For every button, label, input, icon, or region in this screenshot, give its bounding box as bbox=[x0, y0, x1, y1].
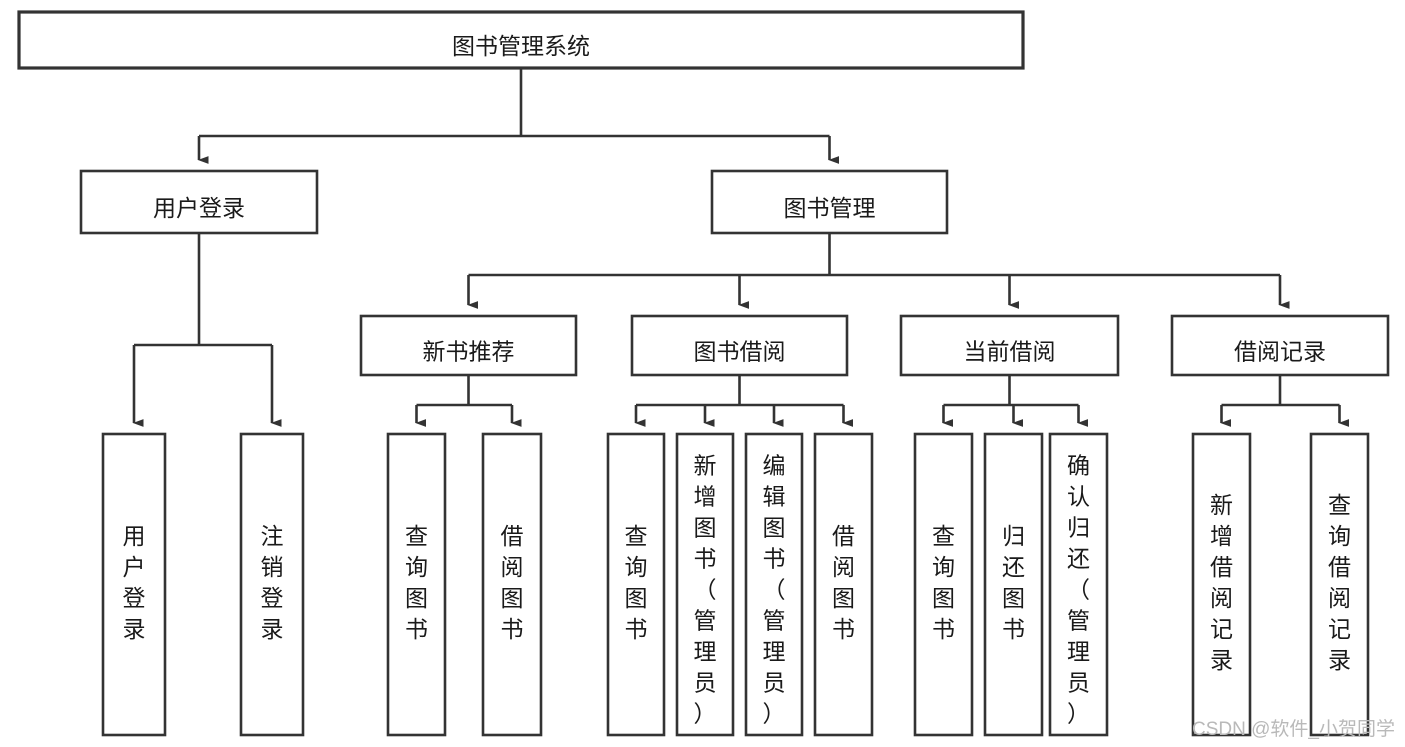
node-label-leaf-query-record: 查询借阅记录 bbox=[1328, 492, 1351, 673]
node-leaf-borrow-book-new[interactable]: 借阅图书 bbox=[481, 432, 543, 737]
node-label-leaf-add-record: 新增借阅记录 bbox=[1210, 492, 1233, 673]
node-box-leaf-return-book bbox=[983, 432, 1044, 737]
node-label-root: 图书管理系统 bbox=[452, 33, 590, 59]
node-root[interactable]: 图书管理系统 bbox=[17, 10, 1025, 70]
node-leaf-add-book-admin[interactable]: 新增图书（管理员） bbox=[675, 432, 735, 737]
node-box-root bbox=[17, 10, 1025, 70]
node-label-leaf-query-book-new: 查询图书 bbox=[405, 523, 428, 642]
node-box-leaf-user-login bbox=[101, 432, 167, 737]
node-box-newbook bbox=[359, 314, 578, 377]
node-newbook[interactable]: 新书推荐 bbox=[359, 314, 578, 377]
node-borrow[interactable]: 图书借阅 bbox=[630, 314, 849, 377]
node-box-leaf-borrow-book bbox=[813, 432, 874, 737]
node-label-records: 借阅记录 bbox=[1234, 339, 1326, 365]
node-layer: 图书管理系统用户登录图书管理新书推荐图书借阅当前借阅借阅记录用户登录注销登录查询… bbox=[17, 10, 1390, 737]
node-box-leaf-confirm-return-admin bbox=[1048, 432, 1109, 737]
node-box-leaf-add-record bbox=[1191, 432, 1252, 737]
connector-layer bbox=[132, 68, 1349, 427]
node-label-leaf-borrow-book: 借阅图书 bbox=[832, 523, 855, 642]
node-label-leaf-logout: 注销登录 bbox=[261, 523, 284, 642]
node-box-records bbox=[1170, 314, 1390, 377]
node-leaf-query-book-current[interactable]: 查询图书 bbox=[913, 432, 974, 737]
node-label-newbook: 新书推荐 bbox=[423, 339, 515, 365]
node-label-bookmgmt: 图书管理 bbox=[784, 195, 876, 221]
node-label-leaf-confirm-return-admin: 确认归还（管理员） bbox=[1067, 453, 1090, 727]
node-records[interactable]: 借阅记录 bbox=[1170, 314, 1390, 377]
node-leaf-query-book-new[interactable]: 查询图书 bbox=[386, 432, 447, 737]
node-label-leaf-edit-book-admin: 编辑图书（管理员） bbox=[763, 453, 786, 727]
node-label-leaf-borrow-book-new: 借阅图书 bbox=[501, 523, 524, 642]
node-label-leaf-query-book-current: 查询图书 bbox=[932, 523, 955, 642]
node-leaf-confirm-return-admin[interactable]: 确认归还（管理员） bbox=[1048, 432, 1109, 737]
node-current[interactable]: 当前借阅 bbox=[899, 314, 1120, 377]
node-label-leaf-user-login: 用户登录 bbox=[123, 523, 146, 642]
node-leaf-add-record[interactable]: 新增借阅记录 bbox=[1191, 432, 1252, 737]
node-box-bookmgmt bbox=[710, 169, 949, 235]
node-label-leaf-return-book: 归还图书 bbox=[1002, 523, 1025, 642]
node-label-current: 当前借阅 bbox=[964, 339, 1056, 365]
node-box-leaf-query-book-new bbox=[386, 432, 447, 737]
node-label-borrow: 图书借阅 bbox=[694, 339, 786, 365]
node-box-leaf-query-record bbox=[1309, 432, 1370, 737]
node-box-leaf-borrow-book-new bbox=[481, 432, 543, 737]
node-leaf-user-login[interactable]: 用户登录 bbox=[101, 432, 167, 737]
node-leaf-edit-book-admin[interactable]: 编辑图书（管理员） bbox=[744, 432, 804, 737]
node-leaf-borrow-book[interactable]: 借阅图书 bbox=[813, 432, 874, 737]
node-label-leaf-query-book-borrow: 查询图书 bbox=[625, 523, 648, 642]
node-box-leaf-edit-book-admin bbox=[744, 432, 804, 737]
node-leaf-query-record[interactable]: 查询借阅记录 bbox=[1309, 432, 1370, 737]
node-box-current bbox=[899, 314, 1120, 377]
node-label-login: 用户登录 bbox=[153, 195, 245, 221]
node-box-leaf-query-book-borrow bbox=[606, 432, 666, 737]
node-leaf-return-book[interactable]: 归还图书 bbox=[983, 432, 1044, 737]
node-leaf-query-book-borrow[interactable]: 查询图书 bbox=[606, 432, 666, 737]
node-leaf-logout[interactable]: 注销登录 bbox=[239, 432, 305, 737]
node-box-leaf-add-book-admin bbox=[675, 432, 735, 737]
node-box-leaf-logout bbox=[239, 432, 305, 737]
node-bookmgmt[interactable]: 图书管理 bbox=[710, 169, 949, 235]
node-box-login bbox=[79, 169, 319, 235]
node-box-borrow bbox=[630, 314, 849, 377]
node-label-leaf-add-book-admin: 新增图书（管理员） bbox=[694, 453, 717, 727]
node-box-leaf-query-book-current bbox=[913, 432, 974, 737]
node-login[interactable]: 用户登录 bbox=[79, 169, 319, 235]
